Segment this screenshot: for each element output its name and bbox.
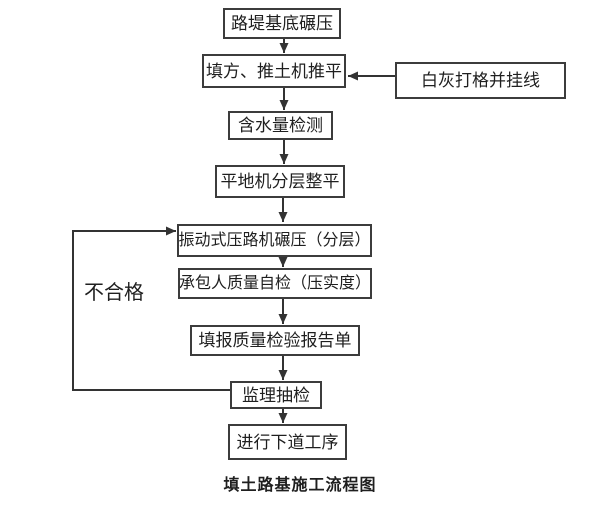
arrow-fail-feedback-loop [72, 226, 230, 391]
node-fill-bulldozer-leveling: 填方、推土机推平 [202, 54, 346, 88]
node-quality-report-form: 填报质量检验报告单 [190, 325, 360, 356]
node-contractor-self-check: 承包人质量自检（压实度） [178, 268, 372, 299]
diagram-caption: 填土路基施工流程图 [223, 477, 377, 494]
node-supervisor-spot-check: 监理抽检 [230, 381, 322, 409]
node-next-process: 进行下道工序 [228, 424, 347, 460]
node-lime-grid-line: 白灰打格并挂线 [395, 62, 566, 99]
node-base-rolling: 路堤基底碾压 [223, 8, 341, 39]
node-grader-layer-leveling: 平地机分层整平 [215, 165, 345, 198]
node-moisture-test: 含水量检测 [228, 111, 333, 140]
node-vibratory-roller: 振动式压路机碾压（分层） [177, 224, 372, 257]
fail-label: 不合格 [84, 282, 144, 304]
